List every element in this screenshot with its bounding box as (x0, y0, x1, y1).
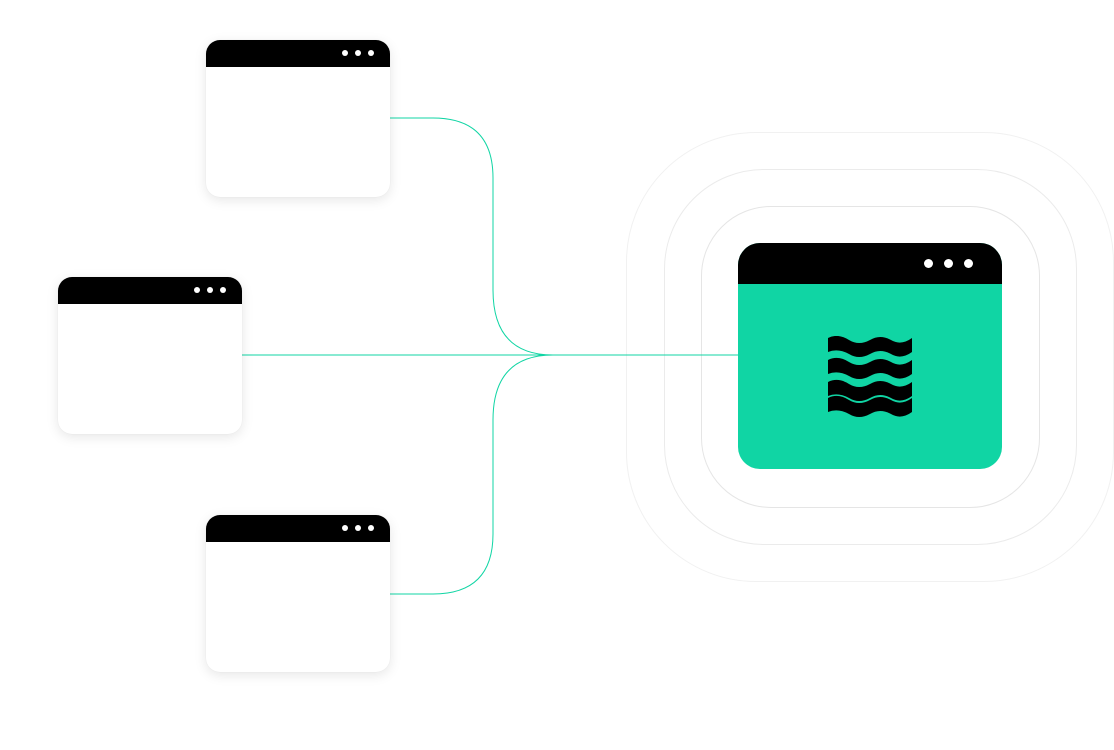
halo-ring-middle (664, 169, 1077, 545)
halo-ring-inner (701, 206, 1040, 508)
waves-icon (828, 336, 912, 417)
window-titlebar (58, 277, 242, 304)
target-window (738, 243, 1002, 469)
more-dots-icon (924, 259, 973, 268)
target-window-titlebar (738, 243, 1002, 284)
window-titlebar (206, 515, 390, 542)
more-dots-icon (342, 50, 374, 56)
connector-bottom (390, 354, 554, 595)
window-titlebar (206, 40, 390, 67)
connector-top (390, 117, 554, 356)
source-window-middle (58, 277, 242, 434)
source-window-bottom (206, 515, 390, 672)
source-window-top (206, 40, 390, 197)
more-dots-icon (194, 287, 226, 293)
more-dots-icon (342, 525, 374, 531)
